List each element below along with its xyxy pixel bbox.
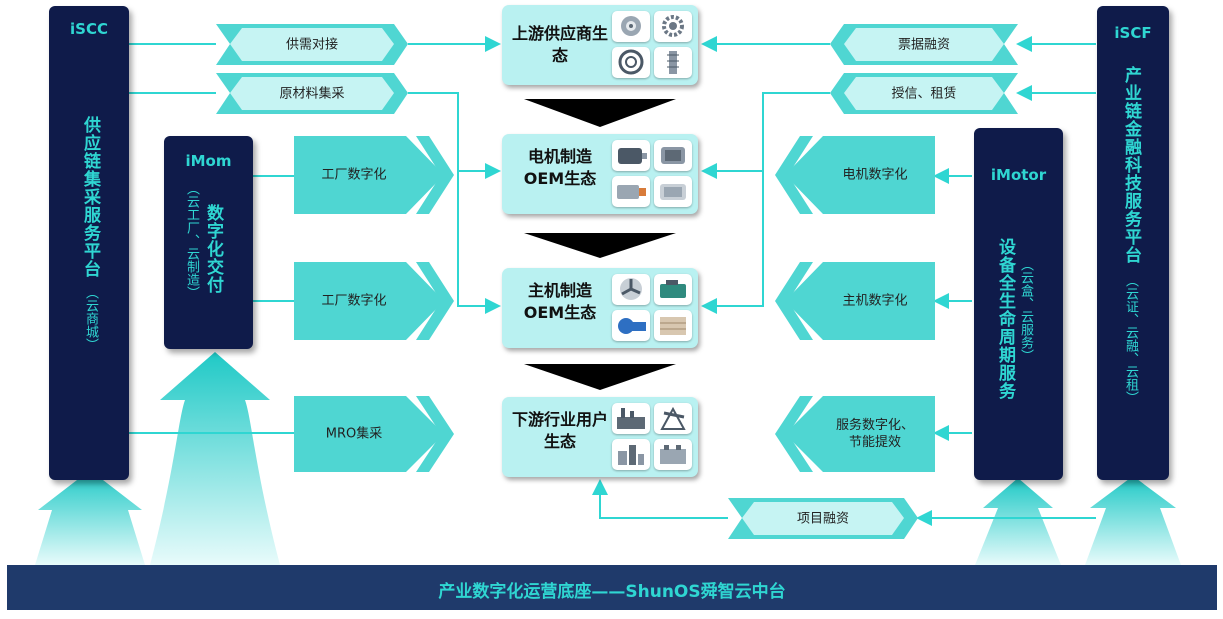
- flow-arrow-2: [524, 233, 676, 258]
- band-factory-digital-1-label: 工厂数字化: [321, 167, 387, 183]
- band-bill-finance-label: 票据融资: [897, 37, 950, 52]
- imotor-title: 设备全生命周期服务: [995, 238, 1015, 400]
- eco-motor-oem: 电机制造OEM生态: [502, 134, 698, 214]
- band-factory-digital-1: 工厂数字化: [294, 136, 454, 214]
- iscc-code: iSCC: [70, 20, 108, 38]
- up-arrow-imom: [150, 352, 280, 565]
- iscf-subtitle: （云证、云融、云租）: [1123, 274, 1138, 404]
- operation-base-label: 产业数字化运营底座——ShunOS舜智云中台: [438, 582, 786, 602]
- imom-code: iMom: [185, 152, 232, 170]
- band-project-finance: 项目融资: [728, 498, 918, 539]
- band-factory-digital-2: 工厂数字化: [294, 262, 454, 340]
- band-credit-lease: 授信、租赁: [830, 73, 1018, 114]
- bearing-icon: [612, 11, 650, 42]
- band-factory-digital-2-label: 工厂数字化: [321, 293, 387, 309]
- iscc-title: 供应链集采服务平台: [80, 116, 100, 278]
- oil-pump-icon: [654, 403, 692, 434]
- gear-icon: [654, 11, 692, 42]
- band-motor-digital: 电机数字化: [775, 136, 935, 214]
- up-arrow-iscc: [35, 470, 145, 565]
- band-service-digital: 服务数字化、 节能提效: [775, 396, 935, 472]
- band-supply-match: 供需对接: [216, 24, 408, 65]
- motor-icon: [612, 140, 650, 171]
- motor-icon: [654, 176, 692, 207]
- fan-icon: [612, 274, 650, 305]
- eco-host-oem: 主机制造OEM生态: [502, 268, 698, 348]
- iscf-code: iSCF: [1114, 24, 1152, 42]
- up-arrow-imotor: [975, 478, 1061, 565]
- band-project-finance-label: 项目融资: [796, 511, 849, 526]
- motor-icon: [612, 176, 650, 207]
- eco-upstream: 上游供应商生态: [502, 5, 698, 85]
- eco-host-oem-title: 主机制造OEM生态: [523, 281, 597, 322]
- flow-arrow-1: [524, 99, 676, 127]
- generator-icon: [654, 310, 692, 341]
- band-host-digital: 主机数字化: [775, 262, 935, 340]
- eco-motor-oem-title: 电机制造OEM生态: [523, 147, 597, 188]
- imom-panel: iMom 数字化交付 （云工厂、云制造）: [164, 136, 253, 349]
- band-mro-label: MRO集采: [325, 426, 383, 442]
- compressor-icon: [654, 274, 692, 305]
- imotor-panel: iMotor 设备全生命周期服务 （云盒、云服务）: [974, 128, 1063, 480]
- iscc-subtitle: （云商城）: [83, 286, 98, 351]
- factory-icon: [612, 403, 650, 434]
- operation-base: 产业数字化运营底座——ShunOS舜智云中台: [7, 565, 1217, 610]
- band-motor-digital-label: 电机数字化: [842, 167, 908, 183]
- band-raw-material: 原材料集采: [216, 73, 408, 114]
- iscf-title: 产业链金融科技服务平台: [1121, 66, 1141, 264]
- up-arrow-iscf: [1085, 476, 1181, 565]
- plant-icon: [612, 439, 650, 470]
- imom-title: 数字化交付: [203, 204, 223, 294]
- pump-icon: [612, 310, 650, 341]
- band-bill-finance: 票据融资: [830, 24, 1018, 65]
- imotor-subtitle: （云盒、云服务）: [1018, 258, 1033, 362]
- industrial-icon: [654, 439, 692, 470]
- imotor-code: iMotor: [990, 166, 1047, 184]
- band-service-digital-label: 服务数字化、 节能提效: [835, 418, 914, 450]
- motor-icon: [654, 140, 692, 171]
- iscc-panel: iSCC 供应链集采服务平台 （云商城）: [49, 6, 129, 480]
- band-credit-lease-label: 授信、租赁: [891, 86, 957, 101]
- spring-icon: [654, 47, 692, 78]
- band-host-digital-label: 主机数字化: [842, 293, 908, 309]
- band-supply-match-label: 供需对接: [285, 37, 338, 52]
- eco-upstream-title: 上游供应商生态: [511, 24, 608, 65]
- eco-downstream-title: 下游行业用户生态: [511, 410, 608, 451]
- imom-subtitle: （云工厂、云制造）: [184, 182, 199, 299]
- band-raw-material-label: 原材料集采: [279, 86, 345, 101]
- flow-arrow-3: [524, 364, 676, 390]
- iscf-panel: iSCF 产业链金融科技服务平台 （云证、云融、云租）: [1097, 6, 1169, 480]
- eco-downstream: 下游行业用户生态: [502, 397, 698, 477]
- band-mro: MRO集采: [294, 396, 454, 472]
- bearing-ring-icon: [612, 47, 650, 78]
